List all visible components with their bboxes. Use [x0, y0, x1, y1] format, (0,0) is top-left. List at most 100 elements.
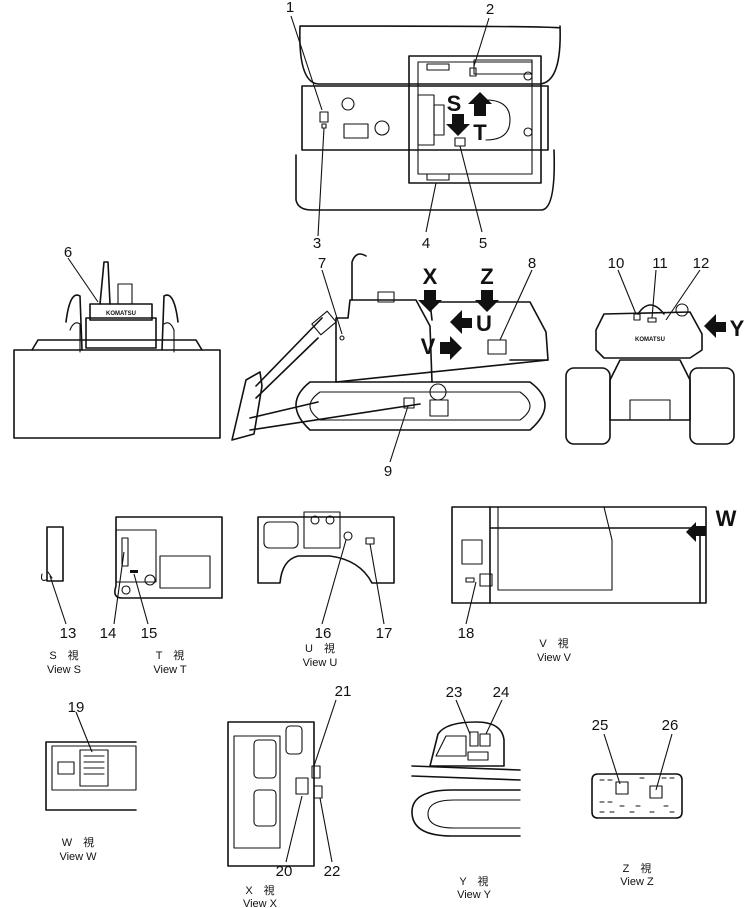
- view-letter-W: W: [716, 506, 737, 531]
- callout-10: 10: [608, 255, 625, 272]
- view-V-window: [497, 506, 613, 591]
- front-view-exhaust: [99, 261, 111, 305]
- view-S-hinge: [40, 571, 53, 581]
- view-letter-V: V: [421, 334, 436, 359]
- leader-16: [321, 539, 347, 625]
- view-Y-tag: [467, 751, 489, 761]
- top-view-knob-2: [523, 127, 533, 137]
- caption-Y-jp: Y 視: [459, 874, 488, 888]
- top-view-seat-block: [417, 94, 435, 146]
- callout-15: 15: [141, 625, 158, 642]
- side-view-lift-arm: [255, 317, 323, 399]
- callout-20: 20: [276, 863, 293, 880]
- rear-view-frame: [609, 359, 691, 421]
- callout-17: 17: [376, 625, 393, 642]
- decal-18-mark: [479, 573, 493, 587]
- view-X-window-3: [285, 725, 303, 755]
- view-Y-window: [435, 735, 467, 757]
- side-view-air-cleaner: [377, 291, 395, 303]
- rear-view-ripper: [629, 399, 671, 421]
- decal-17-mark: [365, 537, 375, 545]
- decal-3-mark: [321, 123, 327, 129]
- rear-view-body: [595, 311, 703, 359]
- top-view-cab-window: [426, 63, 450, 71]
- view-Y-track: [411, 789, 521, 837]
- caption-Y-en: View Y: [457, 889, 492, 901]
- top-view-cab-window-2: [426, 173, 450, 181]
- arrow-view-Y-icon: [704, 314, 726, 338]
- caption-T-jp: T 視: [156, 648, 185, 662]
- callout-9: 9: [384, 463, 392, 480]
- view-Y-housing: [429, 721, 505, 767]
- arrow-view-X-icon: [418, 290, 442, 312]
- view-Y: 23 24 Y 視 View Y: [411, 684, 521, 901]
- callout-4: 4: [422, 235, 430, 252]
- top-view-upper-track: [299, 25, 561, 85]
- callout-19: 19: [68, 699, 85, 716]
- decal-26-mark: [649, 785, 663, 799]
- side-view-cylinder: [311, 310, 337, 336]
- callout-6: 6: [64, 244, 72, 261]
- leader-14: [113, 551, 125, 625]
- rear-view-right-track: [689, 367, 735, 445]
- caption-Z-en: View Z: [620, 876, 654, 888]
- leader-7: [321, 269, 343, 335]
- view-W-frame: [45, 741, 137, 811]
- decal-5-mark: [454, 137, 466, 147]
- caption-S-jp: S 視: [49, 648, 78, 662]
- decal-1-mark: [319, 111, 329, 123]
- decal-25-mark: [615, 781, 629, 795]
- caption-S-en: View S: [47, 664, 81, 676]
- view-Z: 25 26 Z 視 View Z: [591, 717, 683, 888]
- decal-21-mark: [311, 765, 321, 779]
- leader-11: [651, 269, 657, 319]
- leader-2: [473, 17, 490, 67]
- caption-W-jp: W 視: [62, 835, 94, 849]
- callout-8: 8: [528, 255, 536, 272]
- caption-T-en: View T: [153, 664, 187, 676]
- callout-25: 25: [592, 717, 609, 734]
- view-U-gauge: [310, 515, 320, 525]
- leader-8: [499, 269, 533, 341]
- view-U-gauge-2: [325, 515, 335, 525]
- view-T-knob: [144, 574, 156, 586]
- callout-14: 14: [100, 625, 117, 642]
- view-U-gauge-box: [303, 511, 341, 549]
- view-W-panel: [51, 745, 137, 791]
- view-W: 19 W 視 View W: [45, 699, 137, 863]
- leader-25: [603, 733, 621, 785]
- front-view-right-arm: [161, 294, 179, 351]
- callout-24: 24: [493, 684, 510, 701]
- view-U-window: [263, 521, 299, 549]
- leader-5: [459, 145, 483, 233]
- arrow-view-T-icon: [468, 92, 492, 116]
- leader-4: [425, 182, 437, 233]
- view-letter-T: T: [473, 120, 487, 145]
- top-view-lower-track: [295, 149, 556, 211]
- rear-view-brand: KOMATSU: [635, 337, 665, 343]
- view-X-window: [253, 739, 277, 779]
- top-view-cab: [408, 55, 542, 184]
- caption-W-en: View W: [59, 851, 97, 863]
- callout-12: 12: [693, 255, 710, 272]
- rear-view: KOMATSU Y 10 11 12: [565, 255, 745, 445]
- decal-8-mark: [487, 339, 507, 355]
- leader-20: [285, 795, 303, 863]
- side-view-track: [295, 381, 546, 431]
- callout-16: 16: [315, 625, 332, 642]
- top-view-body: [301, 85, 549, 151]
- leader-13: [49, 575, 67, 625]
- arrow-view-W-icon: [686, 522, 706, 542]
- callout-7: 7: [318, 255, 326, 272]
- view-S: 13 S 視 View S: [40, 526, 81, 676]
- view-Y-deck: [411, 765, 521, 781]
- decal-14-mark: [121, 537, 129, 567]
- side-view-engine: [335, 299, 433, 383]
- rear-view-cap: [675, 303, 689, 317]
- decal-11-mark: [647, 317, 657, 323]
- leader-23: [455, 699, 471, 735]
- leader-26: [655, 733, 673, 791]
- view-T-knob-2: [121, 585, 131, 595]
- view-T: 14 15 T 視 View T: [100, 516, 223, 676]
